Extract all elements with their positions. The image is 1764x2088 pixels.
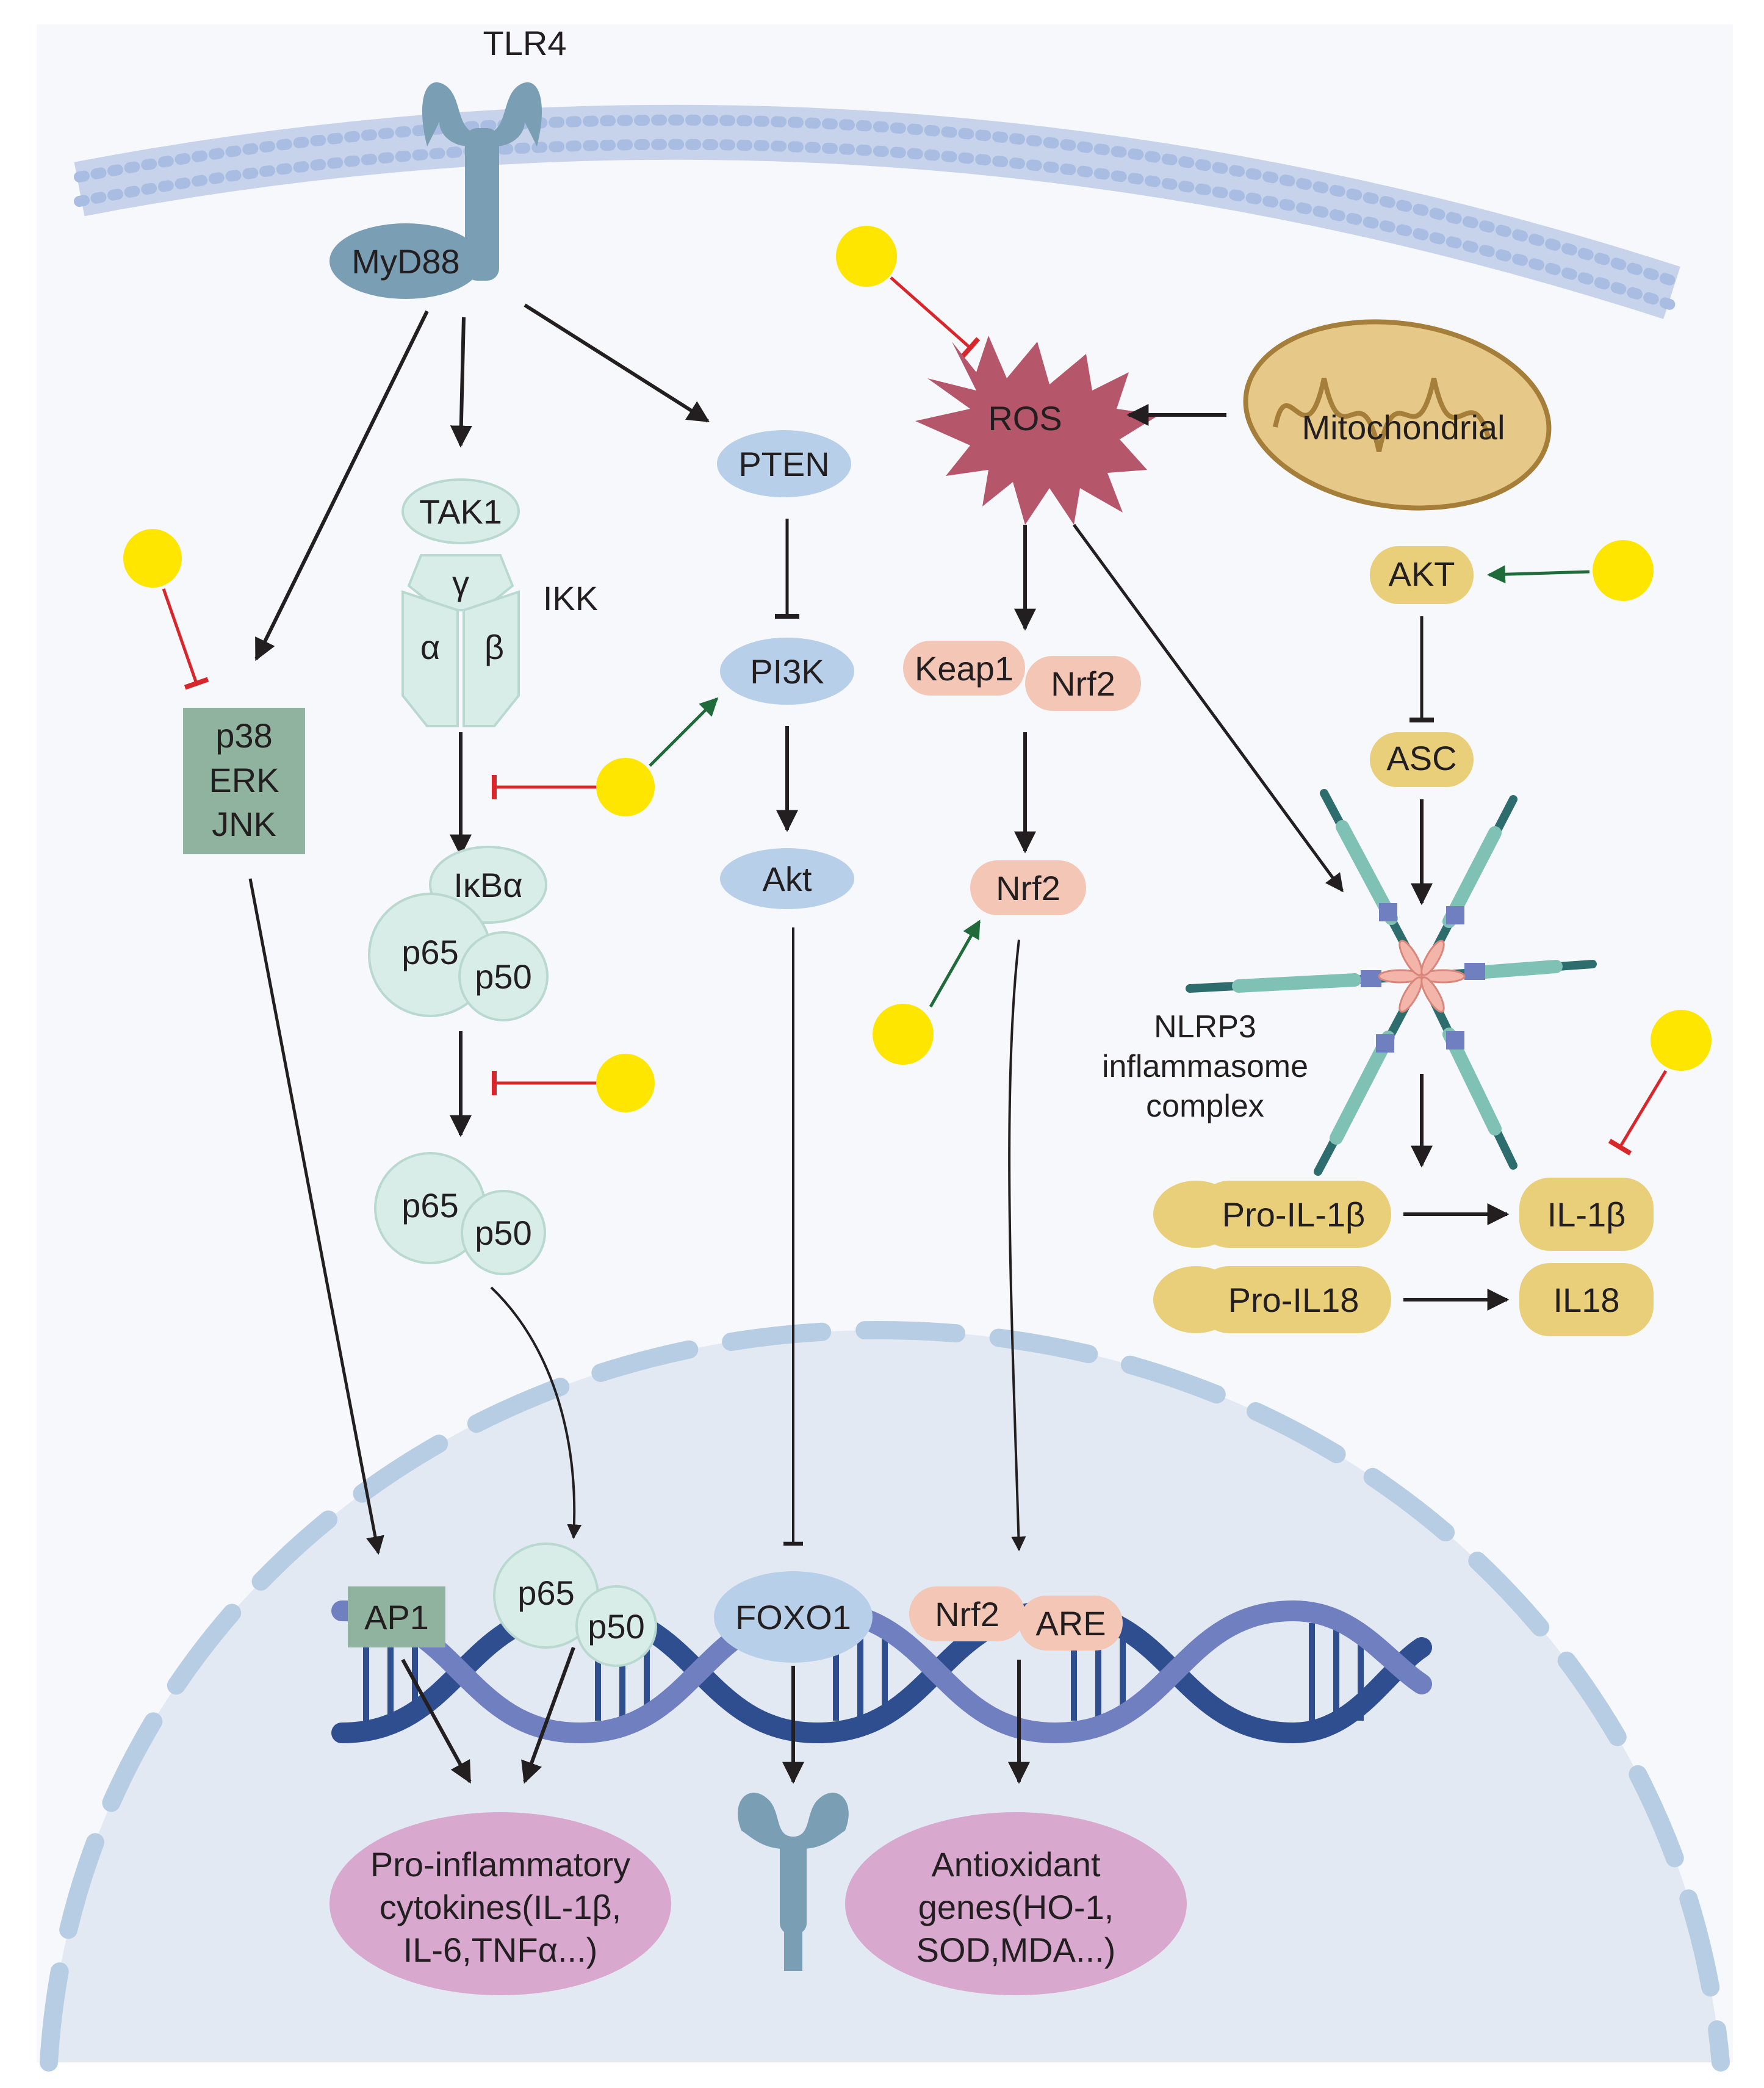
cytokines-output [329,1812,671,1995]
keap1-node [903,641,1025,696]
cytokines-label-line2: cytokines(IL-1β, [380,1888,621,1926]
arrow-ap1-cytokines [401,1658,472,1784]
p50-label: p50 [475,957,531,996]
p38-label: p38 [215,716,272,755]
pro-il1b-label: Pro-IL-1β [1222,1195,1366,1234]
ikk-label: IKK [543,579,598,617]
mapk-box [183,708,305,854]
akt-node [720,848,854,909]
compound-icon [596,758,655,816]
antiox-label-line1: Antioxidant [931,1845,1101,1884]
p50-label: p50 [475,1214,531,1252]
ikk-complex [401,478,520,727]
compound-icon [123,529,182,588]
are-label: ARE [1035,1604,1106,1643]
nrf2-node [1025,656,1141,711]
jnk-label: JNK [212,805,276,843]
activate-pi3k [649,697,719,767]
tlr4-label: TLR4 [483,24,567,62]
foxo1-node [714,1571,873,1663]
arrow-myd88-pten [524,303,710,423]
akt-label: Akt [763,860,812,898]
arrow-myd88-tak1 [450,317,472,448]
erk-label: ERK [209,761,279,799]
arrow-nrf2-nucleus [1008,939,1026,1552]
cytokines-label-line3: IL-6,TNFα...) [403,1931,598,1969]
alpha-label: α [420,628,440,666]
il18-label: IL18 [1553,1281,1620,1319]
inhibit-ros [890,276,981,359]
ikba-label: IκBα [453,866,522,904]
nlrp3-inflammasome-icon [1186,789,1597,1176]
pten-node [717,430,851,497]
pi3k-node [720,638,854,705]
cytokines-label-line1: Pro-inflammatory [370,1845,630,1884]
gamma-label: γ [452,564,469,602]
inhibit-mapk [162,588,209,690]
pro-il18-label: Pro-IL18 [1228,1281,1359,1319]
nrf2-label: Nrf2 [935,1595,999,1633]
mito-label: Mitochondrial [1301,408,1505,447]
keap1-label: Keap1 [915,649,1013,688]
nrf2-node [970,860,1086,915]
are-node [1019,1596,1123,1651]
arrow-myd88-mapk [254,310,429,661]
arrow-mapk-ap1 [248,878,384,1555]
antiox-label-line2: genes(HO-1, [918,1888,1114,1926]
il18-node [1519,1263,1654,1336]
nlrp3-label-line3: complex [1146,1089,1264,1124]
nlrp3-label-line1: NLRP3 [1154,1009,1256,1045]
myd88-node [329,223,482,299]
activate-nrf2 [929,920,981,1008]
pten-label: PTEN [738,445,829,483]
compound-icon [873,1004,934,1065]
il1b-label: IL-1β [1547,1195,1626,1234]
ap1-node [348,1586,445,1647]
nlrp3-label-line2: inflammasome [1102,1049,1308,1084]
mitochondria-icon [1243,319,1552,511]
receptor-icon [738,1793,849,1971]
nfkb-nuclear-complex [493,1543,657,1667]
myd88-label: MyD88 [351,242,459,281]
nfkb-inactive-complex [368,846,549,1021]
il1b-node [1519,1178,1654,1251]
pro-il1b-node [1153,1181,1391,1248]
pi3k-label: PI3K [750,652,824,691]
ros-burst [915,336,1159,525]
arrow-nfkb-cytokines [521,1646,575,1784]
antioxidant-output [845,1812,1187,1995]
nrf2-label: Nrf2 [1051,664,1115,703]
tak1-label: TAK1 [419,492,502,531]
compound-icon [836,226,897,287]
inhibit-il1b [1608,1070,1668,1156]
ros-label: ROS [988,399,1062,437]
compound-icon [596,1054,655,1112]
arrow-p65-nucleus [490,1286,582,1539]
p65-label: p65 [517,1574,574,1612]
compound-icon [1593,540,1654,601]
antiox-label-line3: SOD,MDA...) [916,1931,1116,1969]
asc-node [1370,732,1474,787]
compound-icon [1651,1010,1712,1071]
p50-label: p50 [588,1607,644,1646]
pro-il18-node [1153,1266,1391,1333]
akt-label: AKT [1389,555,1455,593]
arrow-ros-nlrp3 [1072,524,1344,893]
ap1-label: AP1 [364,1598,429,1636]
cell-membrane [74,104,1680,319]
akt-node [1370,546,1474,604]
p65-label: p65 [401,933,458,971]
tlr4-receptor [422,82,542,281]
nrf2-label: Nrf2 [996,869,1060,907]
p65-label: p65 [401,1186,458,1225]
asc-label: ASC [1386,739,1456,777]
nrf2-node [909,1586,1025,1641]
nfkb-active-complex [374,1152,546,1275]
foxo1-label: FOXO1 [735,1598,851,1636]
beta-label: β [484,628,504,666]
activate-akt [1487,565,1590,584]
